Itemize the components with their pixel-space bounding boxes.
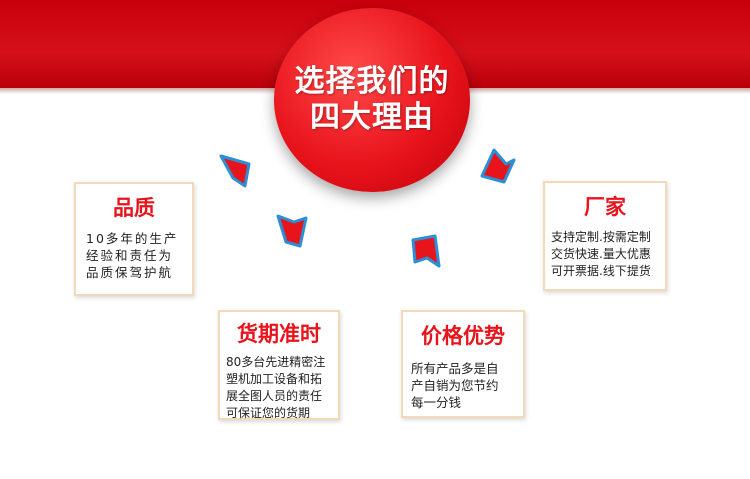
card-delivery-title: 货期准时 (237, 322, 321, 346)
arrow-icon (219, 154, 251, 188)
arrow-icon (276, 214, 308, 248)
card-factory-title: 厂家 (584, 195, 626, 219)
card-quality: 品质 10多年的生产 经验和责任为 品质保驾护航 (74, 182, 194, 296)
card-quality-body: 10多年的生产 经验和责任为 品质保驾护航 (86, 231, 179, 280)
card-price-body: 所有产品多是自 产自销为您节约 每一分钱 (411, 361, 499, 410)
arrow-icon (411, 234, 441, 268)
card-delivery-body: 80多台先进精密注 塑机加工设备和拓 展全图人员的责任 可保证您的货期 (226, 355, 326, 420)
card-delivery: 货期准时 80多台先进精密注 塑机加工设备和拓 展全图人员的责任 可保证您的货期 (218, 310, 340, 420)
card-quality-title: 品质 (113, 196, 155, 220)
card-factory: 厂家 支持定制.按需定制 交货快速.量大优惠 可开票据.线下提货 (543, 181, 667, 291)
card-price-title: 价格优势 (421, 324, 505, 348)
card-price: 价格优势 所有产品多是自 产自销为您节约 每一分钱 (401, 310, 525, 418)
center-title-circle: 选择我们的 四大理由 (274, 8, 470, 192)
card-factory-body: 支持定制.按需定制 交货快速.量大优惠 可开票据.线下提货 (551, 230, 651, 278)
center-title-line-2: 四大理由 (310, 100, 434, 135)
arrow-icon (480, 148, 516, 184)
center-title-line-1: 选择我们的 (294, 64, 450, 99)
